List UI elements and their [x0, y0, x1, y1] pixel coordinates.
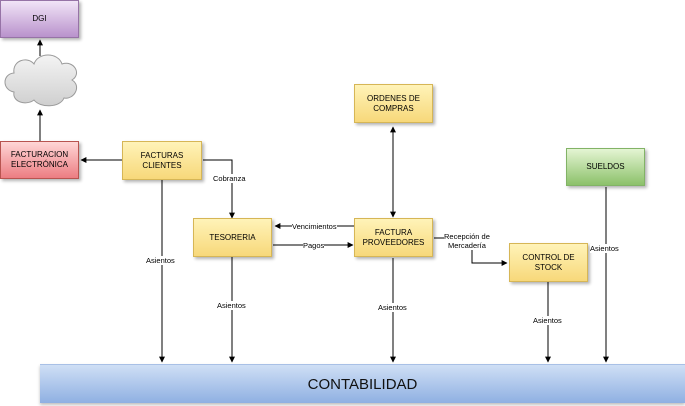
- node-sueldos: SUELDOS: [566, 148, 645, 186]
- node-facturacion-electronica: FACTURACION ELECTRÓNICA: [0, 141, 79, 179]
- node-sueldos-label: SUELDOS: [586, 162, 625, 171]
- label-asientos-facturas: Asientos: [146, 256, 175, 265]
- label-asientos-stock: Asientos: [533, 316, 562, 325]
- node-ordenes-compras: ORDENES DE COMPRAS: [354, 84, 433, 123]
- node-control-stock-label: CONTROL DE STOCK: [522, 252, 575, 272]
- node-factura-proveedores-label: FACTURA PROVEEDORES: [362, 227, 425, 247]
- label-asientos-proveedores: Asientos: [378, 303, 407, 312]
- contabilidad-label: CONTABILIDAD: [307, 375, 418, 393]
- node-control-stock: CONTROL DE STOCK: [509, 243, 588, 282]
- node-facturacion-label: FACTURACION ELECTRÓNICA: [10, 150, 69, 169]
- cloud-shape: [4, 54, 77, 107]
- label-pagos: Pagos: [303, 241, 325, 250]
- label-vencimientos: Vencimientos: [292, 222, 337, 231]
- node-facturas-clientes-label: FACTURAS CLIENTES: [140, 150, 184, 170]
- node-facturas-clientes: FACTURAS CLIENTES: [122, 141, 202, 180]
- label-recepcion: Recepción de Mercadería: [444, 232, 490, 250]
- label-asientos-sueldos: Asientos: [590, 244, 619, 253]
- node-dgi: DGI: [0, 0, 79, 38]
- node-factura-proveedores: FACTURA PROVEEDORES: [354, 218, 433, 257]
- node-tesoreria: TESORERIA: [193, 218, 272, 257]
- node-dgi-label: DGI: [32, 14, 47, 23]
- node-ordenes-compras-label: ORDENES DE COMPRAS: [367, 93, 420, 113]
- label-cobranza: Cobranza: [213, 174, 246, 183]
- edge-cobranza: [203, 159, 235, 219]
- node-tesoreria-label: TESORERIA: [209, 232, 256, 242]
- label-asientos-tesoreria: Asientos: [217, 301, 246, 310]
- contabilidad-bar: CONTABILIDAD: [40, 364, 685, 403]
